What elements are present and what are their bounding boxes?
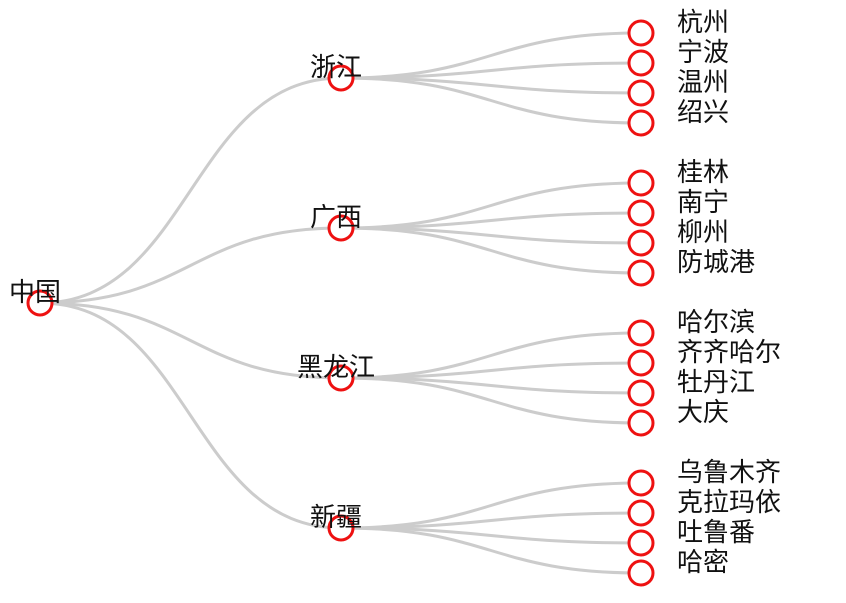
node-circle[interactable]	[627, 379, 655, 407]
city-node[interactable]: 哈尔滨	[627, 308, 755, 347]
node-label: 吐鲁番	[677, 518, 755, 548]
node-circle[interactable]	[627, 49, 655, 77]
node-label: 温州	[677, 68, 729, 98]
city-node[interactable]: 绍兴	[627, 98, 729, 137]
province-node[interactable]: 广西	[310, 203, 362, 242]
node-circle[interactable]	[327, 64, 355, 92]
node-circle[interactable]	[627, 469, 655, 497]
node-circle[interactable]	[327, 364, 355, 392]
tree-link	[39, 301, 342, 380]
node-label: 防城港	[677, 248, 755, 278]
node-circle[interactable]	[627, 79, 655, 107]
tree-link	[39, 301, 342, 530]
node-circle[interactable]	[627, 319, 655, 347]
province-node[interactable]: 黑龙江	[297, 353, 375, 392]
node-circle[interactable]	[627, 19, 655, 47]
node-circle[interactable]	[627, 349, 655, 377]
node-circle[interactable]	[327, 514, 355, 542]
tree-link	[39, 226, 342, 305]
node-label: 克拉玛依	[677, 488, 781, 518]
node-circle[interactable]	[26, 289, 54, 317]
city-node[interactable]: 吐鲁番	[627, 518, 755, 557]
city-node[interactable]: 乌鲁木齐	[627, 458, 781, 497]
node-circle[interactable]	[627, 559, 655, 587]
province-node[interactable]: 新疆	[310, 503, 362, 542]
province-node[interactable]: 浙江	[310, 53, 362, 92]
city-node[interactable]: 温州	[627, 68, 729, 107]
node-label: 南宁	[677, 188, 729, 218]
city-node[interactable]: 柳州	[627, 218, 729, 257]
node-circle[interactable]	[327, 214, 355, 242]
node-label: 齐齐哈尔	[677, 338, 781, 368]
city-node[interactable]: 大庆	[627, 398, 729, 437]
node-label: 新疆	[310, 503, 362, 533]
node-label: 哈密	[677, 548, 729, 578]
node-label: 桂林	[677, 158, 729, 188]
city-node[interactable]: 克拉玛依	[627, 488, 781, 527]
node-circle[interactable]	[627, 499, 655, 527]
node-label: 广西	[310, 203, 362, 233]
node-circle[interactable]	[627, 109, 655, 137]
tree-link	[340, 76, 642, 125]
node-label: 杭州	[677, 8, 729, 38]
city-node[interactable]: 齐齐哈尔	[627, 338, 781, 377]
node-circle[interactable]	[627, 169, 655, 197]
tree-link	[340, 226, 642, 275]
node-label: 绍兴	[677, 98, 729, 128]
city-node[interactable]: 防城港	[627, 248, 755, 287]
node-circle[interactable]	[627, 259, 655, 287]
tree-link	[39, 76, 342, 305]
node-circle[interactable]	[627, 529, 655, 557]
tree-link	[340, 526, 642, 575]
node-label: 浙江	[310, 53, 362, 83]
city-node[interactable]: 南宁	[627, 188, 729, 227]
root-node[interactable]: 中国	[9, 278, 61, 317]
city-node[interactable]: 宁波	[627, 38, 729, 77]
node-label: 宁波	[677, 38, 729, 68]
city-node[interactable]: 牡丹江	[627, 368, 755, 407]
node-circle[interactable]	[627, 229, 655, 257]
node-label: 柳州	[677, 218, 729, 248]
node-circle[interactable]	[627, 409, 655, 437]
node-label: 牡丹江	[677, 368, 755, 398]
node-circle[interactable]	[627, 199, 655, 227]
node-label: 乌鲁木齐	[677, 458, 781, 488]
tree-links	[39, 31, 642, 575]
node-label: 中国	[9, 278, 61, 308]
city-node[interactable]: 杭州	[627, 8, 729, 47]
node-label: 大庆	[677, 398, 729, 428]
node-label: 哈尔滨	[677, 308, 755, 338]
city-node[interactable]: 哈密	[627, 548, 729, 587]
node-label: 黑龙江	[297, 353, 375, 383]
tree-link	[340, 376, 642, 425]
city-node[interactable]: 桂林	[627, 158, 729, 197]
